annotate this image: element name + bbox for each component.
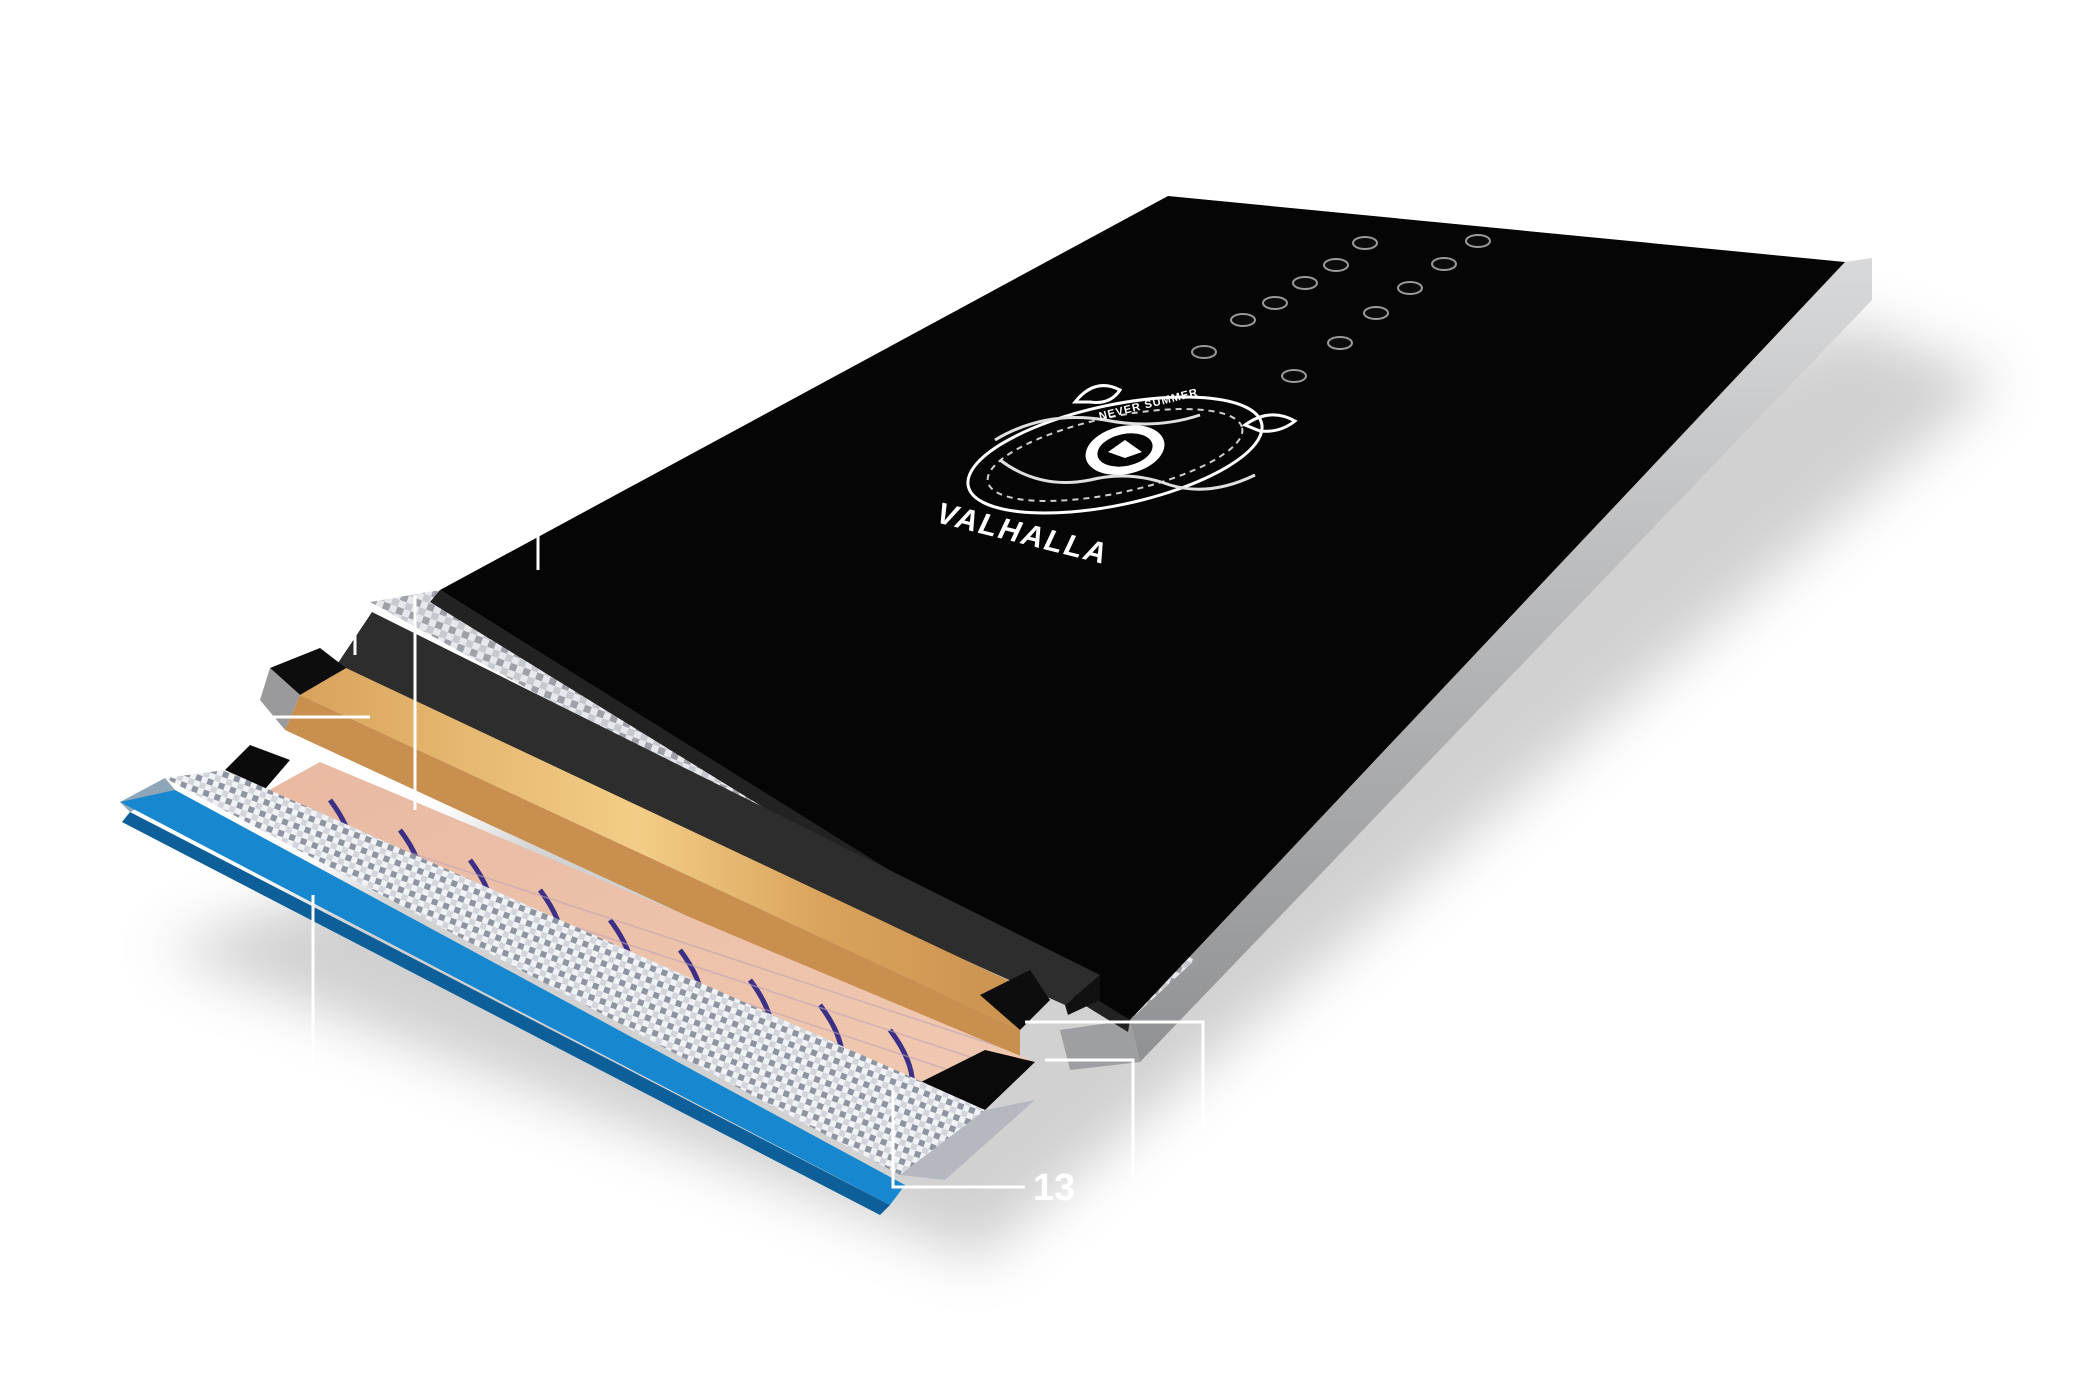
insert-hole — [1327, 336, 1353, 350]
insert-hole — [1465, 234, 1491, 248]
callout-line — [1045, 1058, 1135, 1178]
insert-hole — [1292, 276, 1318, 290]
core-body — [260, 762, 1035, 1110]
callout-lines — [270, 535, 1205, 1189]
insert-hole — [1352, 236, 1378, 250]
core-sidewall-left — [260, 668, 300, 730]
insert-hole — [1281, 369, 1307, 383]
wood-core-top — [300, 668, 1050, 1030]
wood-core-end-black — [980, 970, 1050, 1030]
insert-hole — [1230, 313, 1256, 327]
black-damping-front — [1065, 975, 1100, 1015]
black-damping-layer — [330, 612, 1100, 1005]
bottom-fiberglass-layer — [165, 770, 985, 1175]
callout-label-14: 14 — [283, 1092, 325, 1134]
sidewall-right — [1130, 258, 1872, 1062]
core-tip-block — [225, 745, 290, 795]
binding-inserts — [1191, 234, 1491, 383]
insert-hole — [1262, 296, 1288, 310]
callout-line-13 — [891, 1090, 1025, 1189]
base-layer — [120, 790, 905, 1205]
insert-hole — [1397, 281, 1423, 295]
callout-label-13: 13 — [1033, 1167, 1075, 1209]
wood-core-side — [285, 695, 1020, 1070]
callout-line — [1025, 1020, 1205, 1125]
insert-hole — [1363, 306, 1389, 320]
bottom-fiberglass-edge — [900, 1100, 1035, 1180]
insert-hole — [1191, 345, 1217, 359]
insert-hole — [1323, 258, 1349, 272]
insert-hole — [1431, 257, 1457, 271]
wood-core-edge-dark — [270, 648, 346, 695]
topsheet-layer — [440, 196, 1845, 1020]
sidewall-front — [1060, 1020, 1140, 1070]
